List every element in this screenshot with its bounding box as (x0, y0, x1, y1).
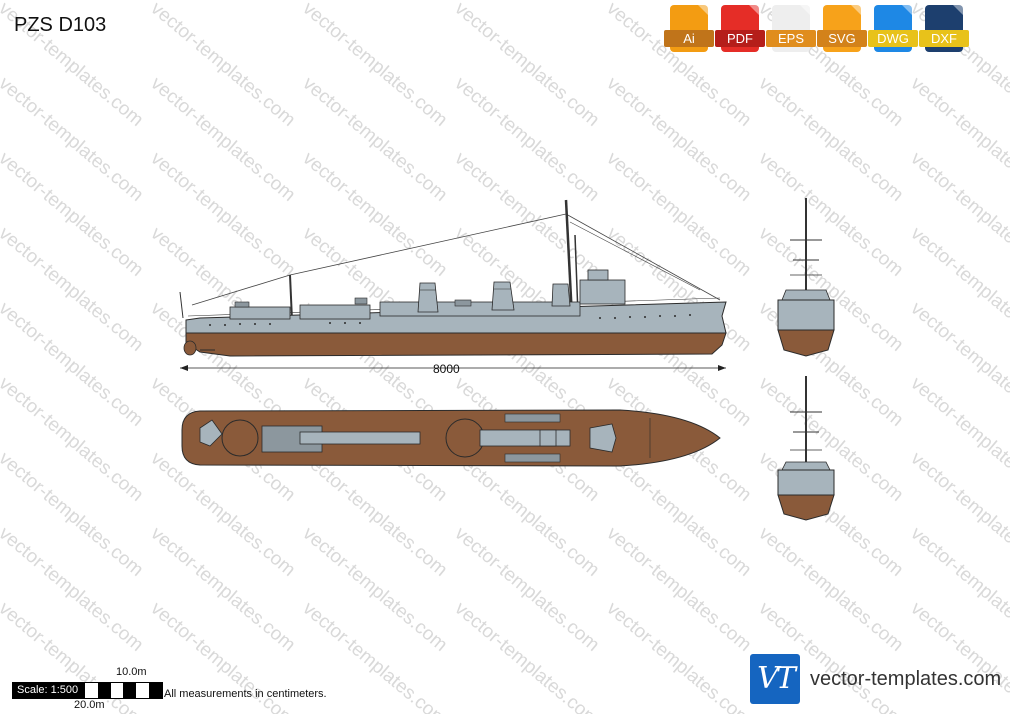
fold-mark (902, 5, 912, 15)
length-dimension: 8000 (433, 362, 460, 376)
torpedo-tubes (299, 431, 421, 445)
rear-view (777, 376, 835, 521)
top-view (181, 409, 721, 467)
portholes (209, 314, 691, 326)
funnel-middle (491, 281, 515, 311)
lower-hull (185, 332, 727, 357)
rudder (183, 340, 197, 356)
rigging-line (191, 274, 291, 306)
gun-ring (221, 419, 259, 457)
funnel-fore (551, 283, 571, 307)
measurement-note: All measurements in centimeters. (164, 688, 327, 700)
rigging-line (565, 213, 721, 301)
boat (504, 413, 561, 423)
side-view (179, 199, 727, 371)
format-icons: Ai PDF EPS SVG DWG DXF (664, 5, 969, 52)
eps-file-icon[interactable]: EPS (766, 5, 816, 52)
stern-gear (199, 419, 223, 447)
format-label: PDF (715, 30, 765, 47)
main-deckhouse (379, 301, 581, 317)
upper-hull (185, 301, 727, 334)
format-label: Ai (664, 30, 714, 47)
aft-deckhouse (229, 306, 291, 320)
arrow-left-icon (180, 365, 188, 371)
ai-file-icon[interactable]: Ai (664, 5, 714, 52)
funnel-top (539, 429, 557, 447)
gun-mount (234, 301, 250, 308)
fold-mark (851, 5, 861, 15)
gun-mount (354, 297, 368, 305)
dwg-file-icon[interactable]: DWG (868, 5, 918, 52)
bridge-top (587, 269, 609, 281)
pdf-file-icon[interactable]: PDF (715, 5, 765, 52)
fold-mark (953, 5, 963, 15)
gun-mount (454, 299, 472, 307)
rigging-line (289, 213, 567, 276)
bridge-top-view (589, 423, 617, 453)
fore-mast (564, 199, 574, 319)
scale-top-value: 10.0m (116, 666, 147, 678)
format-label: SVG (817, 30, 867, 47)
dxf-file-icon[interactable]: DXF (919, 5, 969, 52)
fold-mark (800, 5, 810, 15)
svg-file-icon[interactable]: SVG (817, 5, 867, 52)
scale-label: Scale: 1:500 (12, 682, 84, 699)
fold-mark (749, 5, 759, 15)
bridge (579, 279, 626, 305)
scale-blocks (84, 682, 163, 699)
format-label: DXF (919, 30, 969, 47)
funnel-aft (417, 282, 439, 313)
fold-mark (698, 5, 708, 15)
vt-logo: VT (750, 654, 800, 704)
format-label: DWG (868, 30, 918, 47)
midship-top (479, 429, 571, 447)
midship-deckhouse (299, 304, 371, 320)
rigging-line (569, 221, 701, 291)
format-label: EPS (766, 30, 816, 47)
flagpole (179, 291, 184, 319)
scale-bottom-value: 20.0m (74, 699, 105, 711)
front-view (777, 198, 835, 357)
brand-site: vector-templates.com (810, 667, 1002, 690)
boat (504, 453, 561, 463)
brand[interactable]: VT vector-templates.com (750, 654, 1001, 704)
page-title: PZS D103 (14, 14, 107, 36)
arrow-right-icon (718, 365, 726, 371)
